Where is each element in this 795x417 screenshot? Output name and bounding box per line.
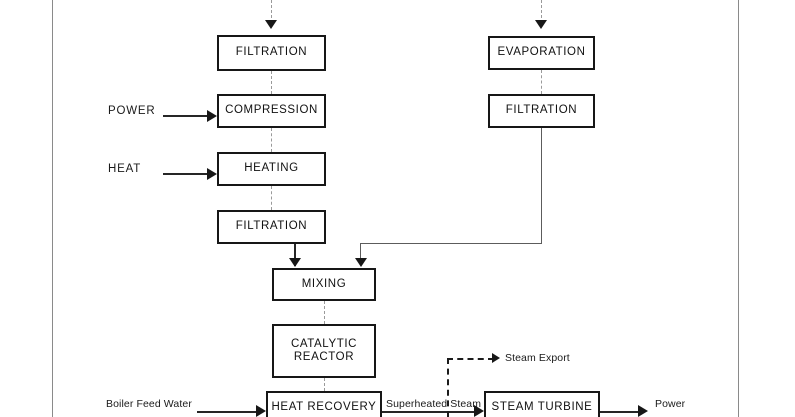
box-label: MIXING [301,277,347,290]
label-heat-input: HEAT [108,163,142,175]
line-superheated-steam [382,411,477,413]
connector-compression-to-heating [271,128,272,152]
arrowhead-superheated-steam-into-steam-turbine [474,405,484,417]
page-margin-rule-right [738,0,739,417]
arrowhead-filtration-right-into-mixing [355,258,367,267]
box-catalytic-reactor: CATALYTIC REACTOR [272,324,376,378]
arrowhead-into-filtration-top-left [265,20,277,29]
box-label: HEAT RECOVERY [271,401,377,414]
line-heat-input [163,173,209,175]
line-boiler-feed-water [197,411,259,413]
connector-feed-to-evaporation [541,0,542,18]
box-label: COMPRESSION [225,104,318,117]
box-filtration-right: FILTRATION [488,94,595,128]
connector-feed-to-filtration-top-left [271,0,272,18]
box-steam-turbine: STEAM TURBINE [484,391,600,417]
line-power-input [163,115,209,117]
label-power-output: Power [655,398,686,410]
box-label-line1: CATALYTIC [290,337,358,350]
box-mixing: MIXING [272,268,376,301]
connector-filtration-to-compression [271,71,272,94]
connector-heating-to-filtration-left [271,186,272,210]
line-power-output [600,411,641,413]
connector-filtration-right-down [541,128,542,244]
arrowhead-boiler-feed-water-into-heat-recovery [256,405,266,417]
box-compression: COMPRESSION [217,94,326,128]
label-steam-export: Steam Export [505,352,570,364]
box-label: FILTRATION [235,46,308,59]
arrowhead-power-output [638,405,648,417]
arrowhead-filtration-left-into-mixing [289,258,301,267]
arrowhead-into-evaporation [535,20,547,29]
box-label: FILTRATION [235,220,308,233]
connector-filtration-right-across [360,243,542,244]
page-margin-rule-left [52,0,53,417]
box-label: HEATING [244,162,299,175]
label-power-input: POWER [108,105,156,117]
label-boiler-feed-water: Boiler Feed Water [106,398,192,410]
connector-filtration-right-into-mixing [360,243,361,263]
box-filtration-left: FILTRATION [217,210,326,244]
connector-filtration-left-to-mixing [294,244,296,266]
label-superheated-steam: Superheated Steam [386,398,482,410]
box-heating: HEATING [217,152,326,186]
arrowhead-power-into-compression [207,110,217,122]
box-label-line2: REACTOR [293,351,355,363]
box-heat-recovery: HEAT RECOVERY [266,391,382,417]
connector-catalytic-reactor-to-heat-recovery [324,378,325,391]
connector-steam-export-run [447,358,494,360]
connector-mixing-to-catalytic-reactor [324,301,325,324]
arrowhead-heat-into-heating [207,168,217,180]
box-filtration-top-left: FILTRATION [217,35,326,71]
box-label: EVAPORATION [497,46,586,59]
arrowhead-steam-export [492,353,500,363]
box-evaporation: EVAPORATION [488,36,595,70]
connector-evaporation-to-filtration-right [541,70,542,94]
box-label: STEAM TURBINE [491,401,593,414]
box-label: FILTRATION [505,104,578,117]
connector-steam-export-riser [447,358,449,417]
